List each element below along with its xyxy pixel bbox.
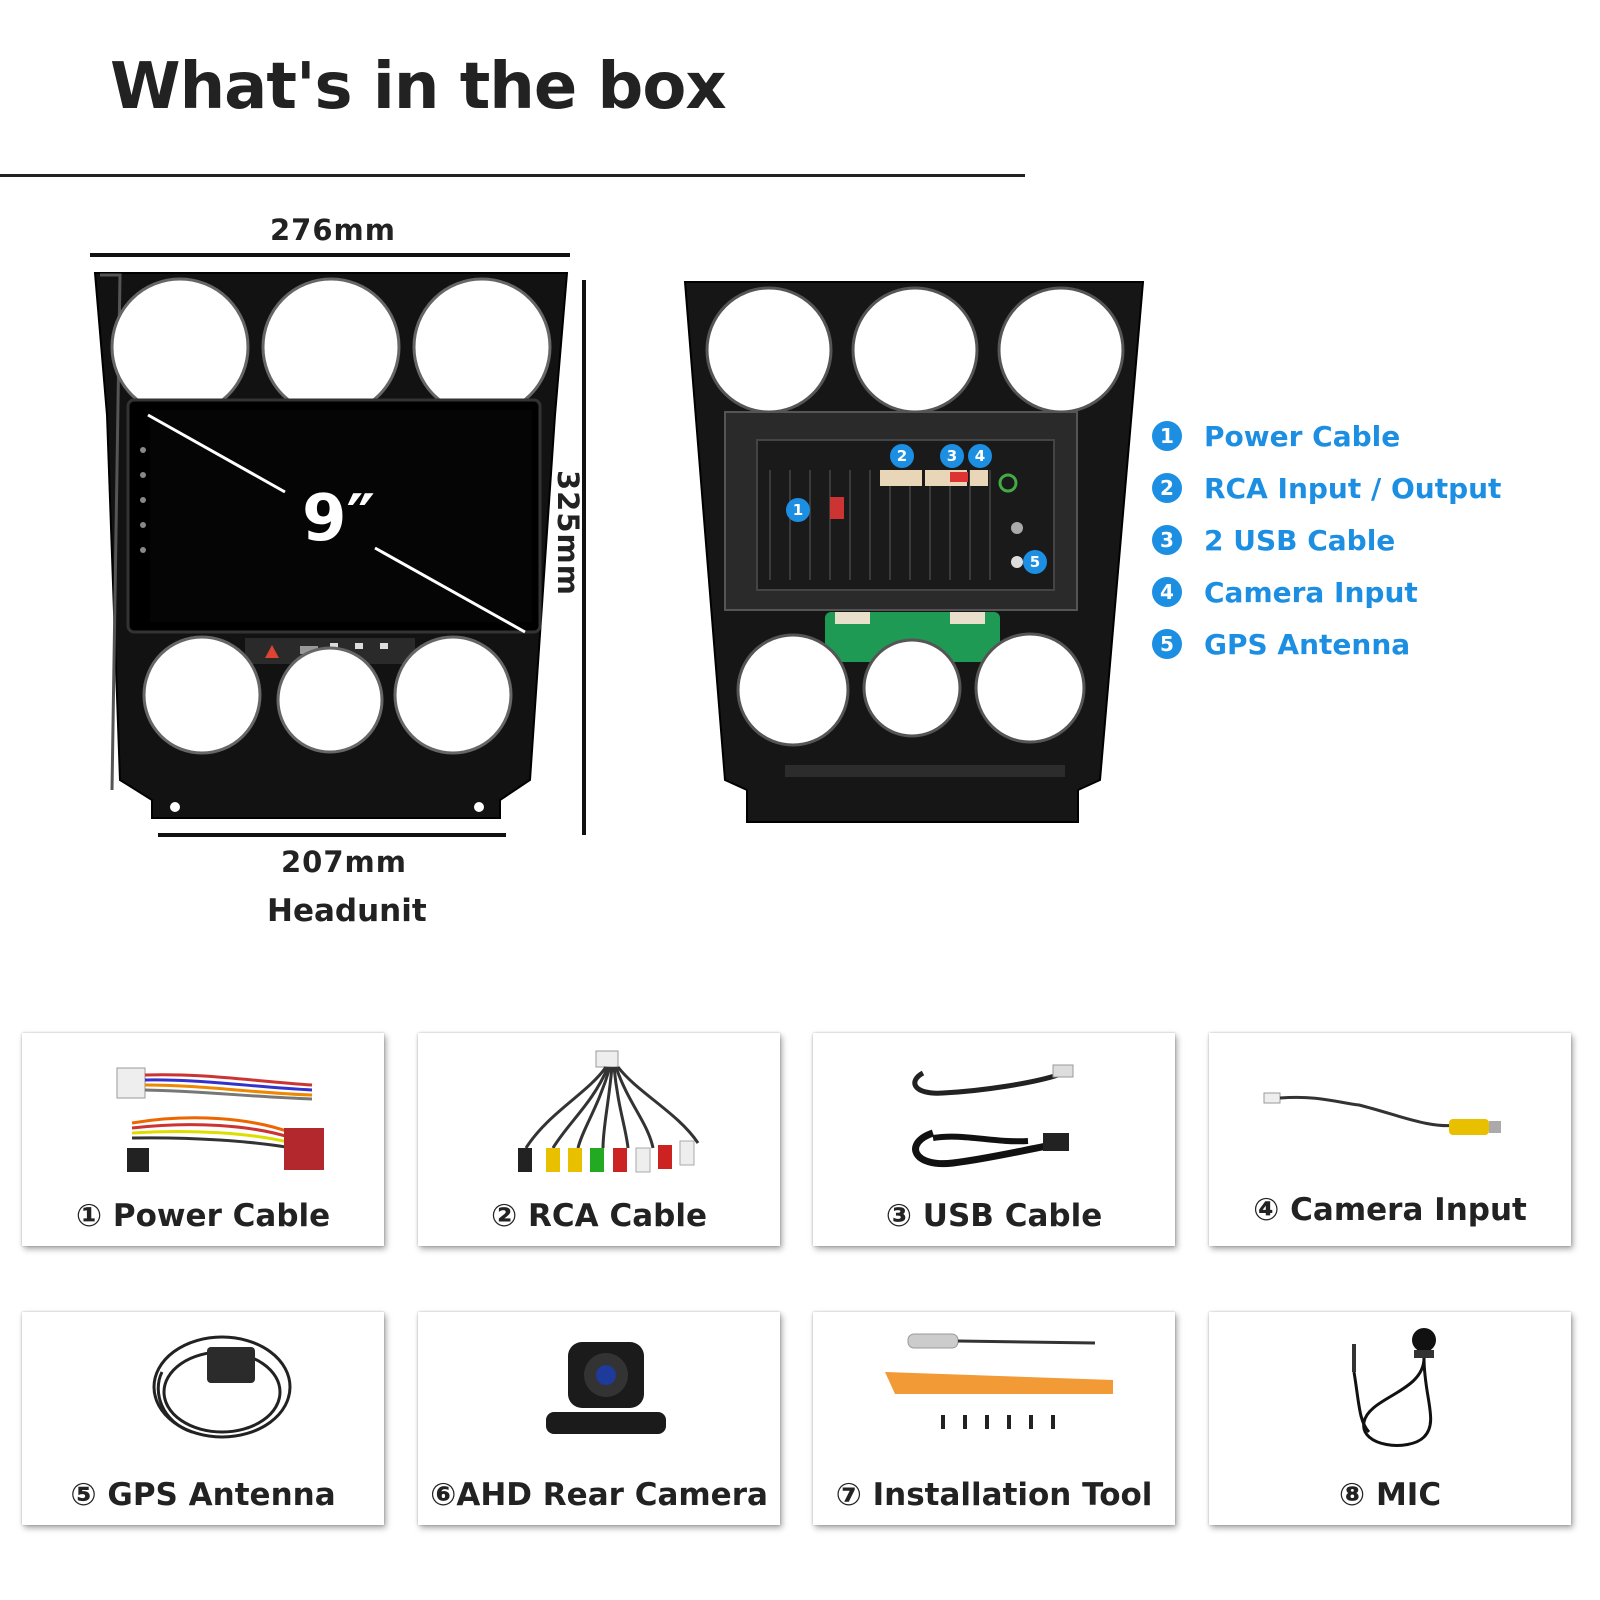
headunit-caption: Headunit bbox=[267, 893, 427, 929]
legend-label: Camera Input bbox=[1204, 575, 1418, 609]
legend-item-power-cable: 1 Power Cable bbox=[1152, 410, 1501, 462]
accessory-label: ② RCA Cable bbox=[491, 1198, 707, 1234]
accessory-label: ⑧ MIC bbox=[1338, 1477, 1442, 1513]
accessory-card-usb-cable: ③ USB Cable bbox=[813, 1033, 1175, 1246]
gps-antenna-image bbox=[152, 1335, 292, 1439]
rca-cable-image bbox=[518, 1050, 700, 1173]
accessory-card-gps-antenna: ⑤ GPS Antenna bbox=[22, 1312, 384, 1525]
legend-item-camera: 4 Camera Input bbox=[1152, 566, 1501, 618]
legend-item-gps: 5 GPS Antenna bbox=[1152, 618, 1501, 670]
accessory-label: ④ Camera Input bbox=[1253, 1192, 1527, 1228]
legend-number: 2 bbox=[1152, 473, 1182, 503]
accessory-card-installation-tool: ⑦ Installation Tool bbox=[813, 1312, 1175, 1525]
accessory-card-power-cable: ① Power Cable bbox=[22, 1033, 384, 1246]
rear-camera-image bbox=[546, 1342, 666, 1434]
screen-size-label: 9″ bbox=[302, 482, 376, 556]
accessory-card-mic: ⑧ MIC bbox=[1209, 1312, 1571, 1525]
dimension-width-top: 276mm bbox=[270, 213, 396, 247]
legend-item-rca: 2 RCA Input / Output bbox=[1152, 462, 1501, 514]
power-cable-image bbox=[116, 1067, 324, 1172]
accessory-label: ⑥AHD Rear Camera bbox=[430, 1477, 768, 1513]
dimension-line-right bbox=[582, 280, 586, 835]
accessory-label: ⑦ Installation Tool bbox=[835, 1477, 1153, 1513]
rear-connector-legend: 1 Power Cable 2 RCA Input / Output 3 2 U… bbox=[1152, 410, 1501, 670]
legend-number: 5 bbox=[1152, 629, 1182, 659]
svg-text:4: 4 bbox=[975, 447, 985, 465]
accessory-card-camera-input: ④ Camera Input bbox=[1209, 1033, 1571, 1246]
dimension-line-bottom bbox=[158, 833, 506, 837]
svg-text:2: 2 bbox=[897, 447, 907, 465]
legend-item-usb: 3 2 USB Cable bbox=[1152, 514, 1501, 566]
installation-tool-image bbox=[885, 1333, 1113, 1429]
accessory-label: ① Power Cable bbox=[75, 1198, 331, 1234]
accessory-label: ⑤ GPS Antenna bbox=[70, 1477, 336, 1513]
mic-image bbox=[1352, 1328, 1436, 1447]
page-title: What's in the box bbox=[110, 50, 727, 124]
svg-text:5: 5 bbox=[1030, 553, 1040, 571]
dimension-width-bottom: 207mm bbox=[281, 845, 407, 879]
legend-label: 2 USB Cable bbox=[1204, 523, 1396, 557]
svg-text:3: 3 bbox=[947, 447, 957, 465]
legend-label: GPS Antenna bbox=[1204, 627, 1411, 661]
accessory-card-rear-camera: ⑥AHD Rear Camera bbox=[418, 1312, 780, 1525]
legend-number: 3 bbox=[1152, 525, 1182, 555]
legend-number: 4 bbox=[1152, 577, 1182, 607]
svg-text:1: 1 bbox=[793, 501, 803, 519]
usb-cable-image bbox=[912, 1064, 1074, 1168]
camera-input-cable-image bbox=[1263, 1092, 1501, 1135]
accessory-label: ③ USB Cable bbox=[885, 1198, 1103, 1234]
legend-label: Power Cable bbox=[1204, 419, 1401, 453]
dimension-line-top bbox=[90, 253, 570, 257]
legend-label: RCA Input / Output bbox=[1204, 471, 1502, 505]
title-divider bbox=[0, 174, 1025, 177]
accessory-card-rca-cable: ② RCA Cable bbox=[418, 1033, 780, 1246]
legend-number: 1 bbox=[1152, 421, 1182, 451]
